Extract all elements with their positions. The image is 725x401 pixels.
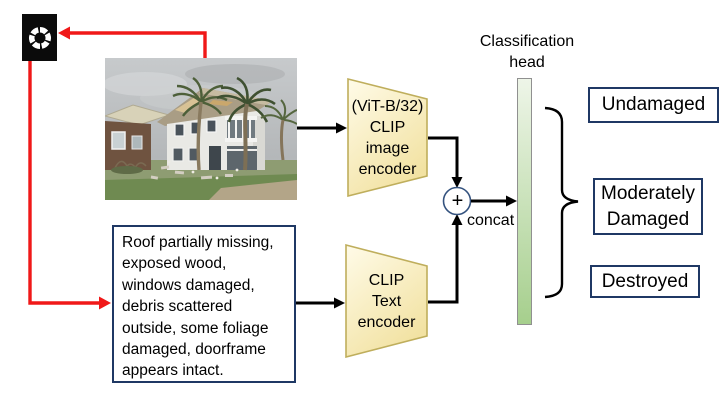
classes-brace <box>544 106 579 299</box>
image-encoder-shape <box>347 78 428 197</box>
arrow-concat-to-head <box>471 195 517 207</box>
caption-line: damaged, doorframe <box>122 341 266 359</box>
text-encoder-label: encoder <box>357 313 416 331</box>
clip-image-encoder: (ViT-B/32) CLIP image encoder <box>347 78 428 197</box>
caption-line: Roof partially missing, <box>122 234 274 251</box>
text-encoder-shape <box>345 244 428 358</box>
arrow-photo-to-image-encoder <box>297 122 347 134</box>
caption-line: outside, some foliage <box>122 319 269 337</box>
arrow-caption-to-text-encoder <box>296 297 345 309</box>
caption-line: windows damaged, <box>122 276 255 294</box>
image-encoder-label: encoder <box>358 160 417 178</box>
class-box-destroyed: Destroyed <box>590 265 700 298</box>
text-encoder-label: CLIP <box>368 271 405 289</box>
concat-label: concat <box>467 212 515 229</box>
class-label-undamaged: Undamaged <box>601 94 706 115</box>
arrow-logo-to-caption <box>28 61 111 310</box>
caption-text-box: Roof partially missing, exposed wood, wi… <box>112 225 296 383</box>
arrow-photo-to-logo <box>58 26 207 58</box>
image-encoder-label: image <box>365 139 410 157</box>
image-encoder-label: (ViT-B/32) <box>351 97 424 115</box>
concat-plus-symbol: + <box>451 189 464 212</box>
openai-logo <box>22 14 57 61</box>
class-label-destroyed: Destroyed <box>601 270 689 292</box>
caption-line: exposed wood, <box>122 255 227 273</box>
classification-head-label-line2: head <box>509 54 545 71</box>
openai-logo-icon <box>28 26 51 49</box>
damaged-house-photo <box>103 58 298 200</box>
class-box-undamaged: Undamaged <box>588 87 719 123</box>
classification-head-label-line1: Classification <box>479 33 575 50</box>
caption-line: appears intact. <box>122 362 224 380</box>
caption-line: debris scattered <box>122 298 233 316</box>
arrow-text-encoder-to-concat <box>428 214 463 304</box>
clip-text-encoder: CLIP Text encoder <box>345 244 428 358</box>
image-encoder-label: CLIP <box>369 118 406 136</box>
classification-head-label: Classification head <box>457 31 597 73</box>
class-box-moderately-damaged: Moderately Damaged <box>593 178 703 235</box>
arrow-image-encoder-to-concat <box>428 136 463 188</box>
class-label-moderately-damaged: Moderately Damaged <box>601 182 695 230</box>
classification-head-bar <box>517 78 532 325</box>
text-encoder-label: Text <box>371 292 402 310</box>
